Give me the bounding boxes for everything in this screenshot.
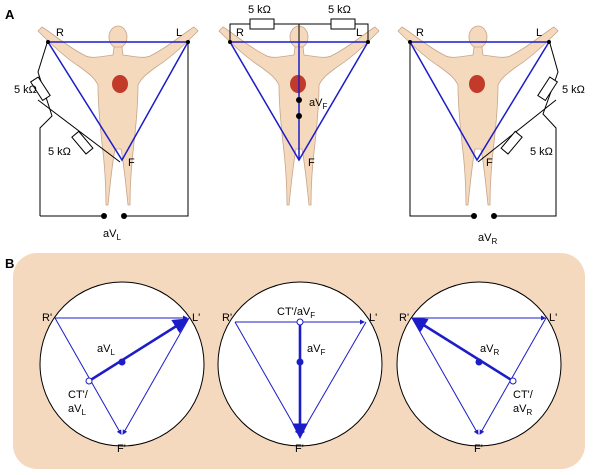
resistor-label: 5 kΩ — [562, 84, 585, 96]
resistor — [29, 76, 51, 102]
resistor — [537, 76, 559, 102]
label-f: F — [486, 157, 493, 169]
label-f-prime: F' — [117, 443, 126, 455]
body-figure — [397, 25, 559, 206]
resistor — [249, 18, 275, 30]
panel-avf: R L F 5 kΩ 5 kΩ aVF — [218, 4, 380, 206]
label-l: L — [356, 27, 362, 39]
section-label-b: B — [5, 256, 14, 271]
circle-avf: R' L' F' CT'/aVF aVF — [217, 281, 383, 455]
ct-label: CT'/ — [68, 389, 89, 401]
einthoven-triangle — [408, 41, 551, 162]
resistor-label: 5 kΩ — [48, 146, 71, 158]
label-l-prime: L' — [369, 312, 377, 324]
resistor-label: 5 kΩ — [530, 146, 553, 158]
section-label-a: A — [5, 7, 15, 22]
label-l: L — [176, 27, 182, 39]
ct-avl-label: aVL — [68, 403, 86, 417]
avr-label: aVR — [480, 343, 499, 357]
resistor — [330, 18, 356, 30]
heart — [469, 75, 485, 93]
label-f: F — [308, 157, 315, 169]
panel-avl: R L F 5 kΩ 5 kΩ aVL — [14, 25, 199, 242]
ct-label: CT'/ — [513, 389, 534, 401]
heart — [290, 75, 306, 93]
label-r-prime: R' — [399, 312, 409, 324]
lead-avl-label: aVL — [103, 228, 121, 242]
einthoven-triangle — [46, 41, 190, 162]
circle-avl: R' L' F' aVL CT'/ aVL — [39, 281, 205, 455]
label-r-prime: R' — [42, 312, 52, 324]
label-r: R — [56, 27, 64, 39]
label-r-prime: R' — [222, 312, 232, 324]
resistor-label: 5 kΩ — [14, 84, 37, 96]
label-l-prime: L' — [192, 312, 200, 324]
avl-label: aVL — [97, 343, 115, 357]
label-r: R — [236, 27, 244, 39]
label-l-prime: L' — [549, 312, 557, 324]
lead-avr-label: aVR — [478, 232, 497, 246]
resistor — [71, 130, 94, 155]
resistor-label: 5 kΩ — [328, 4, 351, 16]
label-f-prime: F' — [474, 443, 483, 455]
label-r: R — [416, 27, 424, 39]
label-f-prime: F' — [295, 443, 304, 455]
label-f: F — [128, 157, 135, 169]
ct-avf-label: CT'/aVF — [277, 306, 315, 320]
avf-label: aVF — [307, 343, 325, 357]
lead-avf-label: aVF — [309, 97, 327, 111]
resistor — [500, 130, 523, 155]
body-figure — [37, 25, 199, 206]
panel-avr: R L F 5 kΩ 5 kΩ aVR — [397, 25, 585, 246]
label-l: L — [536, 27, 542, 39]
ct-avr-label: aVR — [513, 403, 532, 417]
circle-avr: R' L' F' aVR CT'/ aVR — [396, 281, 562, 455]
resistor-label: 5 kΩ — [248, 4, 271, 16]
heart — [112, 75, 128, 93]
